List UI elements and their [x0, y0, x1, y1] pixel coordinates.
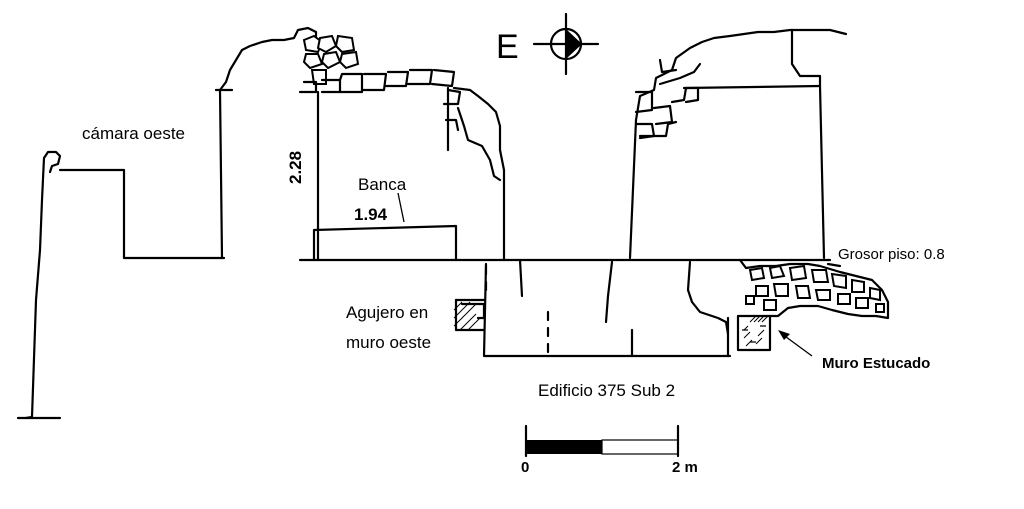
label-banca-dim: 1.94 — [354, 205, 388, 224]
muro-estucado-arrow — [778, 330, 813, 357]
banca-leader-line — [397, 192, 405, 223]
label-height-dim: 2.28 — [286, 151, 305, 184]
rubble-stones-top — [302, 34, 360, 85]
scale-bar-white-segment — [601, 439, 679, 455]
wall-hole — [453, 298, 486, 332]
scale-bar-end: 2 m — [672, 459, 698, 476]
banca-bench — [312, 192, 458, 262]
label-grosor-piso: Grosor piso: 0.8 — [838, 246, 945, 263]
rubble-fill-east — [738, 258, 890, 320]
label-banca: Banca — [358, 175, 407, 194]
label-camara-oeste: cámara oeste — [82, 124, 185, 143]
north-letter: E — [496, 28, 519, 66]
scale-bar-start: 0 — [521, 459, 529, 476]
central-wall — [298, 68, 506, 262]
substructure — [482, 258, 732, 358]
west-chamber-wall — [214, 26, 318, 260]
label-agujero-line2: muro oeste — [346, 333, 431, 352]
label-edificio: Edificio 375 Sub 2 — [538, 381, 675, 400]
west-chamber-outer-wall — [16, 150, 226, 420]
muro-estucado-block — [736, 314, 772, 352]
floor-line — [298, 258, 842, 268]
label-muro-estucado: Muro Estucado — [822, 355, 930, 372]
scale-bar: 0 2 m — [521, 424, 698, 476]
scale-bar-black-segment — [526, 440, 602, 454]
north-arrow-icon: E — [496, 12, 600, 76]
east-wall — [628, 28, 848, 260]
label-agujero-line1: Agujero en — [346, 303, 428, 322]
